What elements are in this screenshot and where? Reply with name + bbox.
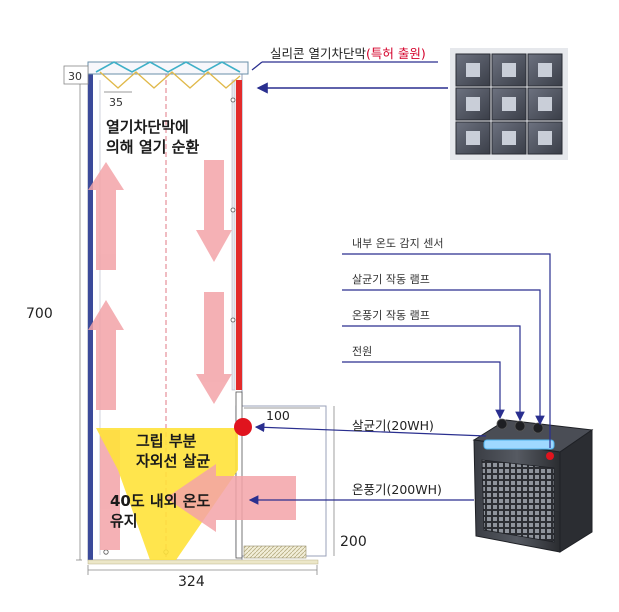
warm-air-arrow: [166, 464, 296, 532]
label-film-title: 실리콘 열기차단막: [270, 46, 366, 61]
cabinet-right-rail: [231, 79, 236, 391]
dim-height: 700: [26, 306, 53, 322]
screw: [230, 97, 236, 103]
dim-top-band: 30: [68, 70, 82, 83]
label-sensor: 내부 온도 감지 센서: [352, 237, 443, 250]
screw: [230, 207, 236, 213]
arrow-up-upper-left: [88, 162, 124, 270]
arrow-up-lower-left: [88, 300, 124, 410]
dim-spacing: 35: [109, 96, 123, 109]
cabinet-right-frame-red: [236, 80, 242, 390]
sterilizer-lamp-dot: [234, 418, 252, 436]
lower-compartment-frame: [235, 391, 243, 559]
uv-light-fan: [96, 428, 238, 560]
leader-sensor: [342, 253, 551, 448]
label-power: 전원: [352, 345, 372, 358]
label-sterilizer-lamp: 살균기 작동 램프: [352, 273, 430, 286]
label-temp-line1: 40도 내외 온도: [110, 492, 211, 510]
arrow-down-upper-right: [196, 160, 232, 262]
label-heater-lamp: 온풍기 작동 램프: [352, 309, 430, 322]
silicone-film-photo: [450, 48, 568, 160]
arrow-down-lower-right: [196, 292, 232, 404]
film-tile-grid: [455, 53, 563, 155]
heater-unit: [472, 418, 594, 553]
leader-sterilizer: [254, 422, 487, 437]
base-plate: [87, 559, 319, 565]
leader-sterilizer-lamp: [342, 289, 545, 426]
label-film-patent: (특허 출원): [366, 46, 426, 61]
heat-circulation-arrows: [88, 160, 232, 550]
top-film-zigzag-upper: [95, 61, 241, 73]
heater-side: [559, 429, 593, 553]
leader-heater-lamp: [342, 325, 525, 422]
label-temp-line2: 유지: [110, 512, 138, 530]
heater-knob-3: [532, 422, 544, 434]
label-sterilizer: 살균기(20WH): [352, 418, 434, 433]
label-grip-line2: 자외선 살균: [136, 452, 210, 470]
cabinet-left-frame: [88, 72, 93, 560]
screw: [103, 549, 109, 555]
uv-lamp-tube: [483, 439, 555, 450]
film-callout-tick: [251, 61, 263, 71]
leader-power: [342, 361, 505, 420]
dim-width: 324: [178, 574, 205, 590]
heater-knob-1: [496, 418, 508, 430]
heater-indicator-red: [546, 452, 554, 460]
top-band-box: [63, 65, 89, 85]
label-circulation-line1: 열기차단막에: [106, 118, 189, 136]
floor-hatch: [243, 545, 307, 559]
arrow-warm-air: [166, 464, 296, 532]
label-heater: 온풍기(200WH): [352, 482, 442, 497]
leader-lines: [248, 253, 551, 505]
heater-knob-2: [514, 420, 526, 432]
top-film-zigzag-lower: [99, 71, 241, 89]
dim-lower-width: 100: [266, 408, 290, 423]
label-film: 실리콘 열기차단막(특허 출원): [270, 46, 426, 61]
dim-lower-height: 200: [340, 534, 367, 550]
heater-grille: [481, 459, 555, 543]
screw: [230, 317, 236, 323]
label-grip-line1: 그립 부분: [136, 432, 197, 450]
label-circulation-line2: 의해 열기 순환: [106, 138, 199, 156]
